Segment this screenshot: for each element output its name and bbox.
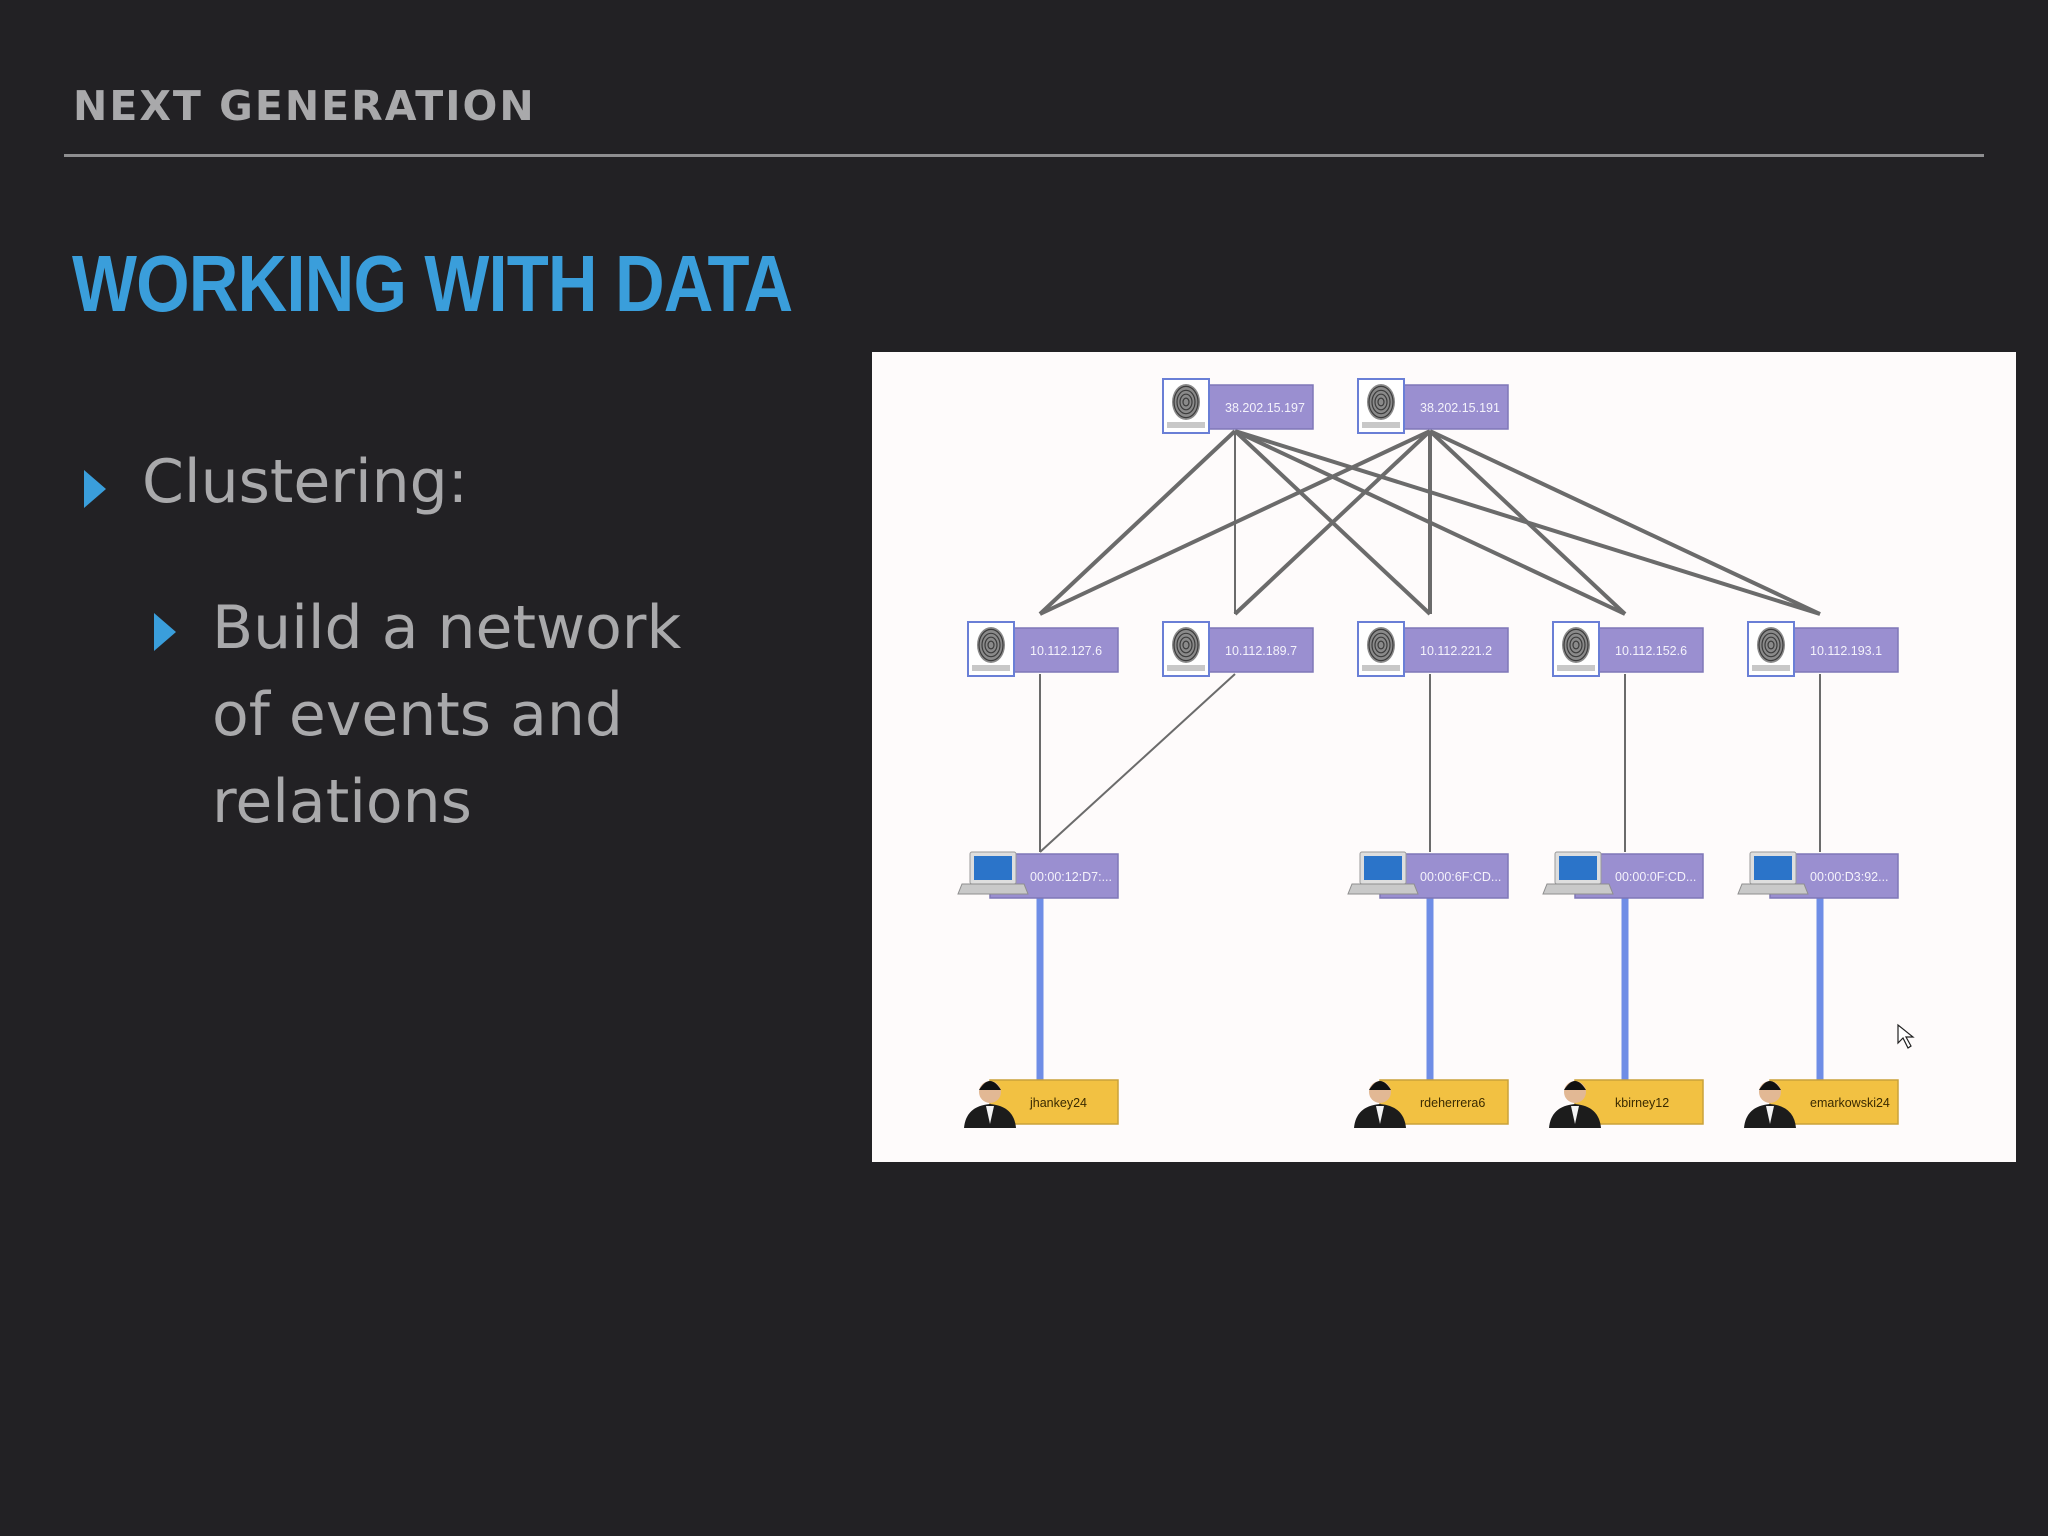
device-node[interactable]: 00:00:12:D7:... [957,851,1119,899]
node-label: 00:00:6F:CD... [1420,870,1501,884]
laptop-icon [1737,851,1809,895]
node-label: emarkowski24 [1810,1096,1890,1110]
network-diagram-svg: 38.202.15.197 38.202.15.191 10.112.127.6 10… [957,378,1915,1128]
network-edge [1039,429,1431,616]
network-edge [1039,673,1236,853]
network-edge [1038,429,1237,616]
mouse-cursor-icon [1897,1023,1915,1049]
user-node[interactable]: rdeherrera6 [1354,1079,1509,1128]
ip-node[interactable]: 10.112.193.1 [1747,621,1899,677]
node-label: 38.202.15.191 [1420,401,1500,415]
user-node[interactable]: kbirney12 [1549,1079,1704,1128]
node-label: 10.112.221.2 [1420,644,1492,658]
bullet-line: of events and [212,680,624,750]
bullet-triangle-icon [154,613,176,651]
node-label: 00:00:12:D7:... [1030,870,1112,884]
ip-node[interactable]: 10.112.189.7 [1162,621,1314,677]
node-label: 10.112.193.1 [1810,644,1882,658]
node-label: 10.112.127.6 [1030,644,1102,658]
device-node[interactable]: 00:00:0F:CD... [1542,851,1704,899]
laptop-icon [1347,851,1419,895]
bullet-triangle-icon [84,470,106,508]
fingerprint-icon [1167,627,1205,671]
network-edge [1233,429,1432,616]
person-icon [1354,1081,1406,1128]
device-node[interactable]: 00:00:6F:CD... [1347,851,1509,899]
ip-node[interactable]: 10.112.127.6 [967,621,1119,677]
person-icon [1744,1081,1796,1128]
node-label: 10.112.189.7 [1225,644,1297,658]
edges-group [1036,429,1824,1080]
person-icon [964,1081,1016,1128]
ip-node[interactable]: 38.202.15.197 [1162,378,1314,434]
fingerprint-icon [1362,384,1400,428]
user-node[interactable]: jhankey24 [964,1079,1119,1128]
node-label: 00:00:D3:92... [1810,870,1889,884]
person-icon [1549,1081,1601,1128]
node-label: 38.202.15.197 [1225,401,1305,415]
fingerprint-icon [1167,384,1205,428]
node-label: kbirney12 [1615,1096,1669,1110]
laptop-icon [957,851,1029,895]
bullet-line: Build a network [212,593,682,663]
node-label: rdeherrera6 [1420,1096,1485,1110]
bullet-line: relations [212,767,472,837]
slide-title: WORKING WITH DATA [72,239,793,328]
fingerprint-icon [972,627,1010,671]
fingerprint-icon [1557,627,1595,671]
network-edge [1428,429,1627,616]
header-divider [64,154,1984,157]
bullet-level-1: Clustering: [142,447,468,517]
node-label: 00:00:0F:CD... [1615,870,1696,884]
bullet-level-2: Build a network of events and relations [212,585,772,846]
node-label: jhankey24 [1029,1096,1087,1110]
device-node[interactable]: 00:00:D3:92... [1737,851,1899,899]
node-label: 10.112.152.6 [1615,644,1687,658]
user-node[interactable]: emarkowski24 [1744,1079,1899,1128]
network-edge [1429,429,1821,616]
fingerprint-icon [1362,627,1400,671]
network-diagram: 38.202.15.197 38.202.15.191 10.112.127.6 10… [872,352,2016,1162]
fingerprint-icon [1752,627,1790,671]
section-header: NEXT GENERATION [73,82,536,130]
ip-node[interactable]: 10.112.152.6 [1552,621,1704,677]
laptop-icon [1542,851,1614,895]
ip-node[interactable]: 38.202.15.191 [1357,378,1509,434]
ip-node[interactable]: 10.112.221.2 [1357,621,1509,677]
